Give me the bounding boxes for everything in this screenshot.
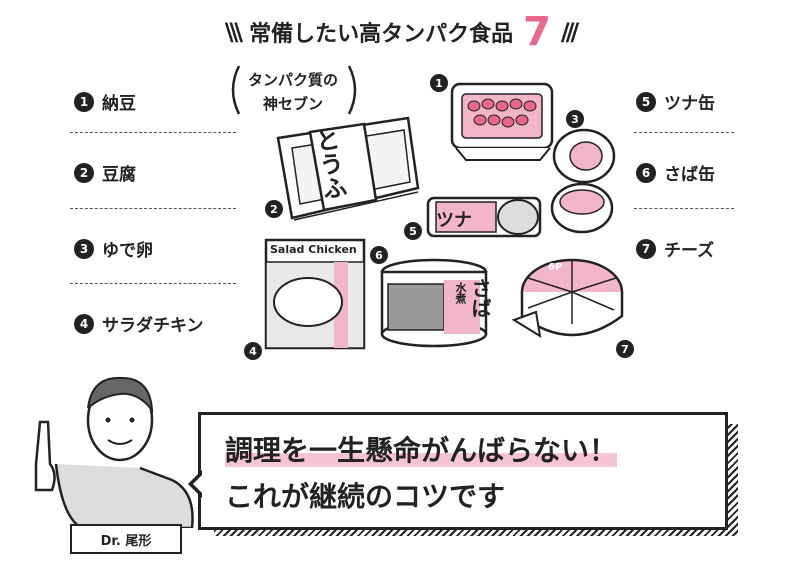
saba-label: さば [468, 278, 492, 318]
title-bar: \\\ 常備したい高タンパク食品 7 /// [200, 9, 600, 55]
title-slashes-right: /// [560, 18, 579, 46]
list-number: 3 [74, 238, 94, 259]
illustration-number-2: 2 [265, 200, 283, 218]
illustration-number-6: 6 [370, 246, 388, 264]
list-label: サラダチキン [102, 316, 204, 336]
list-item-cheese: 7 チーズ [636, 236, 714, 261]
catchphrase-line1: タンパク質の [247, 71, 338, 89]
saba-sub-label: 水煮 [454, 282, 467, 304]
page-title: 常備したい高タンパク食品 [249, 22, 514, 47]
illustration-number-3: 3 [566, 110, 584, 128]
catchphrase-line2: 神セブン [262, 95, 323, 113]
list-number: 1 [74, 91, 94, 112]
divider [634, 132, 734, 133]
list-item-egg: 3 ゆで卵 [74, 236, 153, 261]
cheese-label: 6P [548, 262, 563, 273]
salad-chicken-illustration [264, 238, 366, 350]
list-number: 7 [636, 238, 656, 259]
title-number: 7 [523, 9, 551, 55]
list-label: さば缶 [664, 165, 715, 185]
list-number: 6 [636, 162, 656, 183]
list-item-chicken: 4 サラダチキン [74, 311, 204, 336]
doctor-illustration [34, 376, 194, 528]
list-number: 2 [74, 162, 94, 183]
catchphrase-bracket [231, 65, 357, 115]
cheese-illustration [511, 258, 624, 339]
list-label: 納豆 [102, 94, 136, 114]
illustration-number-7: 7 [616, 340, 634, 358]
list-item-tuna: 5 ツナ缶 [636, 89, 715, 114]
saba-can-illustration [380, 258, 488, 348]
list-item-natto: 1 納豆 [74, 89, 136, 114]
list-label: ゆで卵 [102, 241, 153, 261]
divider [634, 208, 734, 209]
divider [70, 283, 236, 284]
catchphrase: タンパク質の 神セブン [233, 68, 353, 116]
divider [70, 132, 236, 133]
natto-illustration [450, 82, 554, 161]
speech-tail-inner [193, 474, 203, 494]
list-label: チーズ [664, 241, 715, 261]
tofu-illustration [276, 116, 420, 221]
speech-line1: 調理を一生懸命がんばらない！ [225, 434, 618, 467]
list-label: ツナ缶 [664, 94, 715, 114]
egg-illustration [550, 128, 616, 234]
tuna-label: ツナ [436, 210, 472, 231]
speech-line2: これが継続のコツです [225, 480, 506, 513]
list-item-saba: 6 さば缶 [636, 160, 715, 185]
salad-chicken-label: Salad Chicken [270, 243, 357, 256]
divider [70, 208, 236, 209]
list-label: 豆腐 [102, 165, 136, 185]
tuna-can-illustration [426, 196, 542, 238]
title-slashes-left: \\\ [224, 18, 243, 46]
doctor-name-label: Dr. 尾形 [70, 524, 182, 554]
list-number: 5 [636, 91, 656, 112]
list-item-tofu: 2 豆腐 [74, 160, 136, 185]
illustration-number-5: 5 [404, 222, 422, 240]
speech-bubble: 調理を一生懸命がんばらない！ これが継続のコツです [198, 412, 728, 530]
list-number: 4 [74, 313, 94, 334]
illustration-number-4: 4 [244, 342, 262, 360]
illustration-number-1: 1 [430, 74, 448, 92]
